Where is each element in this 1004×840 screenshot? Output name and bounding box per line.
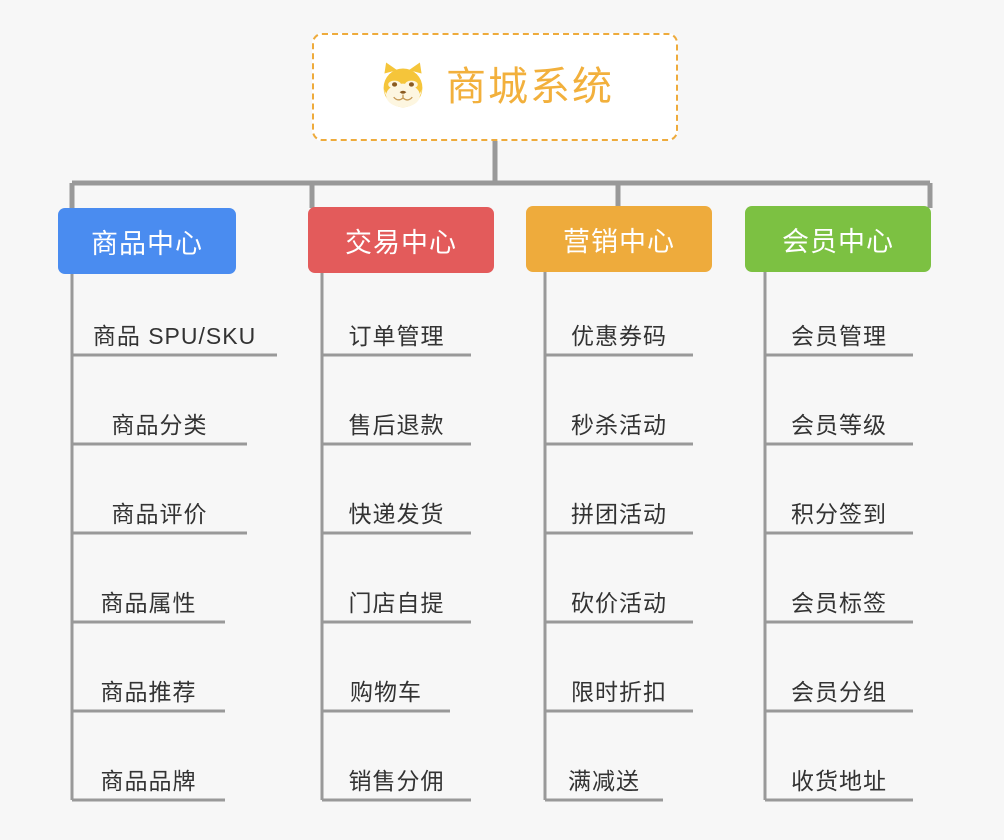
leaf-label: 收货地址	[791, 768, 887, 794]
leaf-item[interactable]: 售后退款	[322, 398, 471, 444]
category-header-member[interactable]: 会员中心	[745, 206, 931, 272]
category-header-product[interactable]: 商品中心	[58, 208, 236, 274]
leaf-label: 商品推荐	[100, 679, 197, 705]
leaf-item[interactable]: 快递发货	[322, 487, 471, 533]
shiba-dog-icon	[383, 62, 423, 108]
leaf-item[interactable]: 会员标签	[765, 576, 913, 622]
leaf-item[interactable]: 会员分组	[765, 665, 913, 711]
leaf-item[interactable]: 会员管理	[765, 309, 913, 355]
leaf-label: 砍价活动	[571, 590, 667, 616]
leaf-label: 商品 SPU/SKU	[92, 323, 257, 349]
category-label: 交易中心	[345, 227, 457, 258]
category-label: 商品中心	[91, 228, 203, 259]
leaf-item[interactable]: 商品属性	[72, 576, 225, 622]
leaf-item[interactable]: 商品 SPU/SKU	[72, 309, 277, 355]
leaf-label: 优惠券码	[571, 323, 667, 349]
leaf-label: 商品品牌	[100, 768, 197, 794]
leaf-label: 售后退款	[348, 412, 445, 438]
leaf-label: 会员等级	[791, 412, 887, 438]
leaf-item[interactable]: 砍价活动	[545, 576, 693, 622]
leaf-label: 商品分类	[111, 412, 208, 438]
leaf-label: 秒杀活动	[571, 412, 667, 438]
leaf-item[interactable]: 收货地址	[765, 754, 913, 800]
leaf-item[interactable]: 商品品牌	[72, 754, 225, 800]
leaf-item[interactable]: 门店自提	[322, 576, 471, 622]
root-node[interactable]: 商城系统	[312, 33, 678, 141]
leaf-label: 购物车	[350, 679, 422, 705]
category-header-marketing[interactable]: 营销中心	[526, 206, 712, 272]
leaf-label: 快递发货	[348, 501, 445, 527]
leaf-label: 限时折扣	[571, 679, 667, 705]
leaf-item[interactable]: 会员等级	[765, 398, 913, 444]
leaf-label: 会员分组	[791, 679, 887, 705]
leaf-label: 销售分佣	[348, 768, 445, 794]
leaf-item[interactable]: 商品分类	[72, 398, 247, 444]
leaf-label: 积分签到	[791, 501, 887, 527]
leaf-label: 会员管理	[791, 323, 887, 349]
leaf-label: 订单管理	[348, 323, 445, 349]
leaf-item[interactable]: 商品评价	[72, 487, 247, 533]
leaf-label: 满减送	[568, 768, 640, 794]
leaf-item[interactable]: 商品推荐	[72, 665, 225, 711]
leaf-item[interactable]: 购物车	[322, 665, 450, 711]
root-title: 商城系统	[446, 65, 614, 109]
category-label: 营销中心	[563, 226, 675, 257]
leaf-item[interactable]: 订单管理	[322, 309, 471, 355]
leaf-item[interactable]: 拼团活动	[545, 487, 693, 533]
leaf-item[interactable]: 优惠券码	[545, 309, 693, 355]
leaf-item[interactable]: 积分签到	[765, 487, 913, 533]
leaf-item[interactable]: 秒杀活动	[545, 398, 693, 444]
leaf-label: 拼团活动	[571, 501, 667, 527]
leaf-label: 商品属性	[100, 590, 197, 616]
category-label: 会员中心	[782, 226, 894, 257]
category-header-trade[interactable]: 交易中心	[308, 207, 494, 273]
leaf-item[interactable]: 限时折扣	[545, 665, 693, 711]
leaf-label: 商品评价	[111, 501, 208, 527]
leaf-label: 会员标签	[791, 590, 887, 616]
leaf-label: 门店自提	[348, 590, 445, 616]
leaf-item[interactable]: 满减送	[545, 754, 663, 800]
leaf-item[interactable]: 销售分佣	[322, 754, 471, 800]
